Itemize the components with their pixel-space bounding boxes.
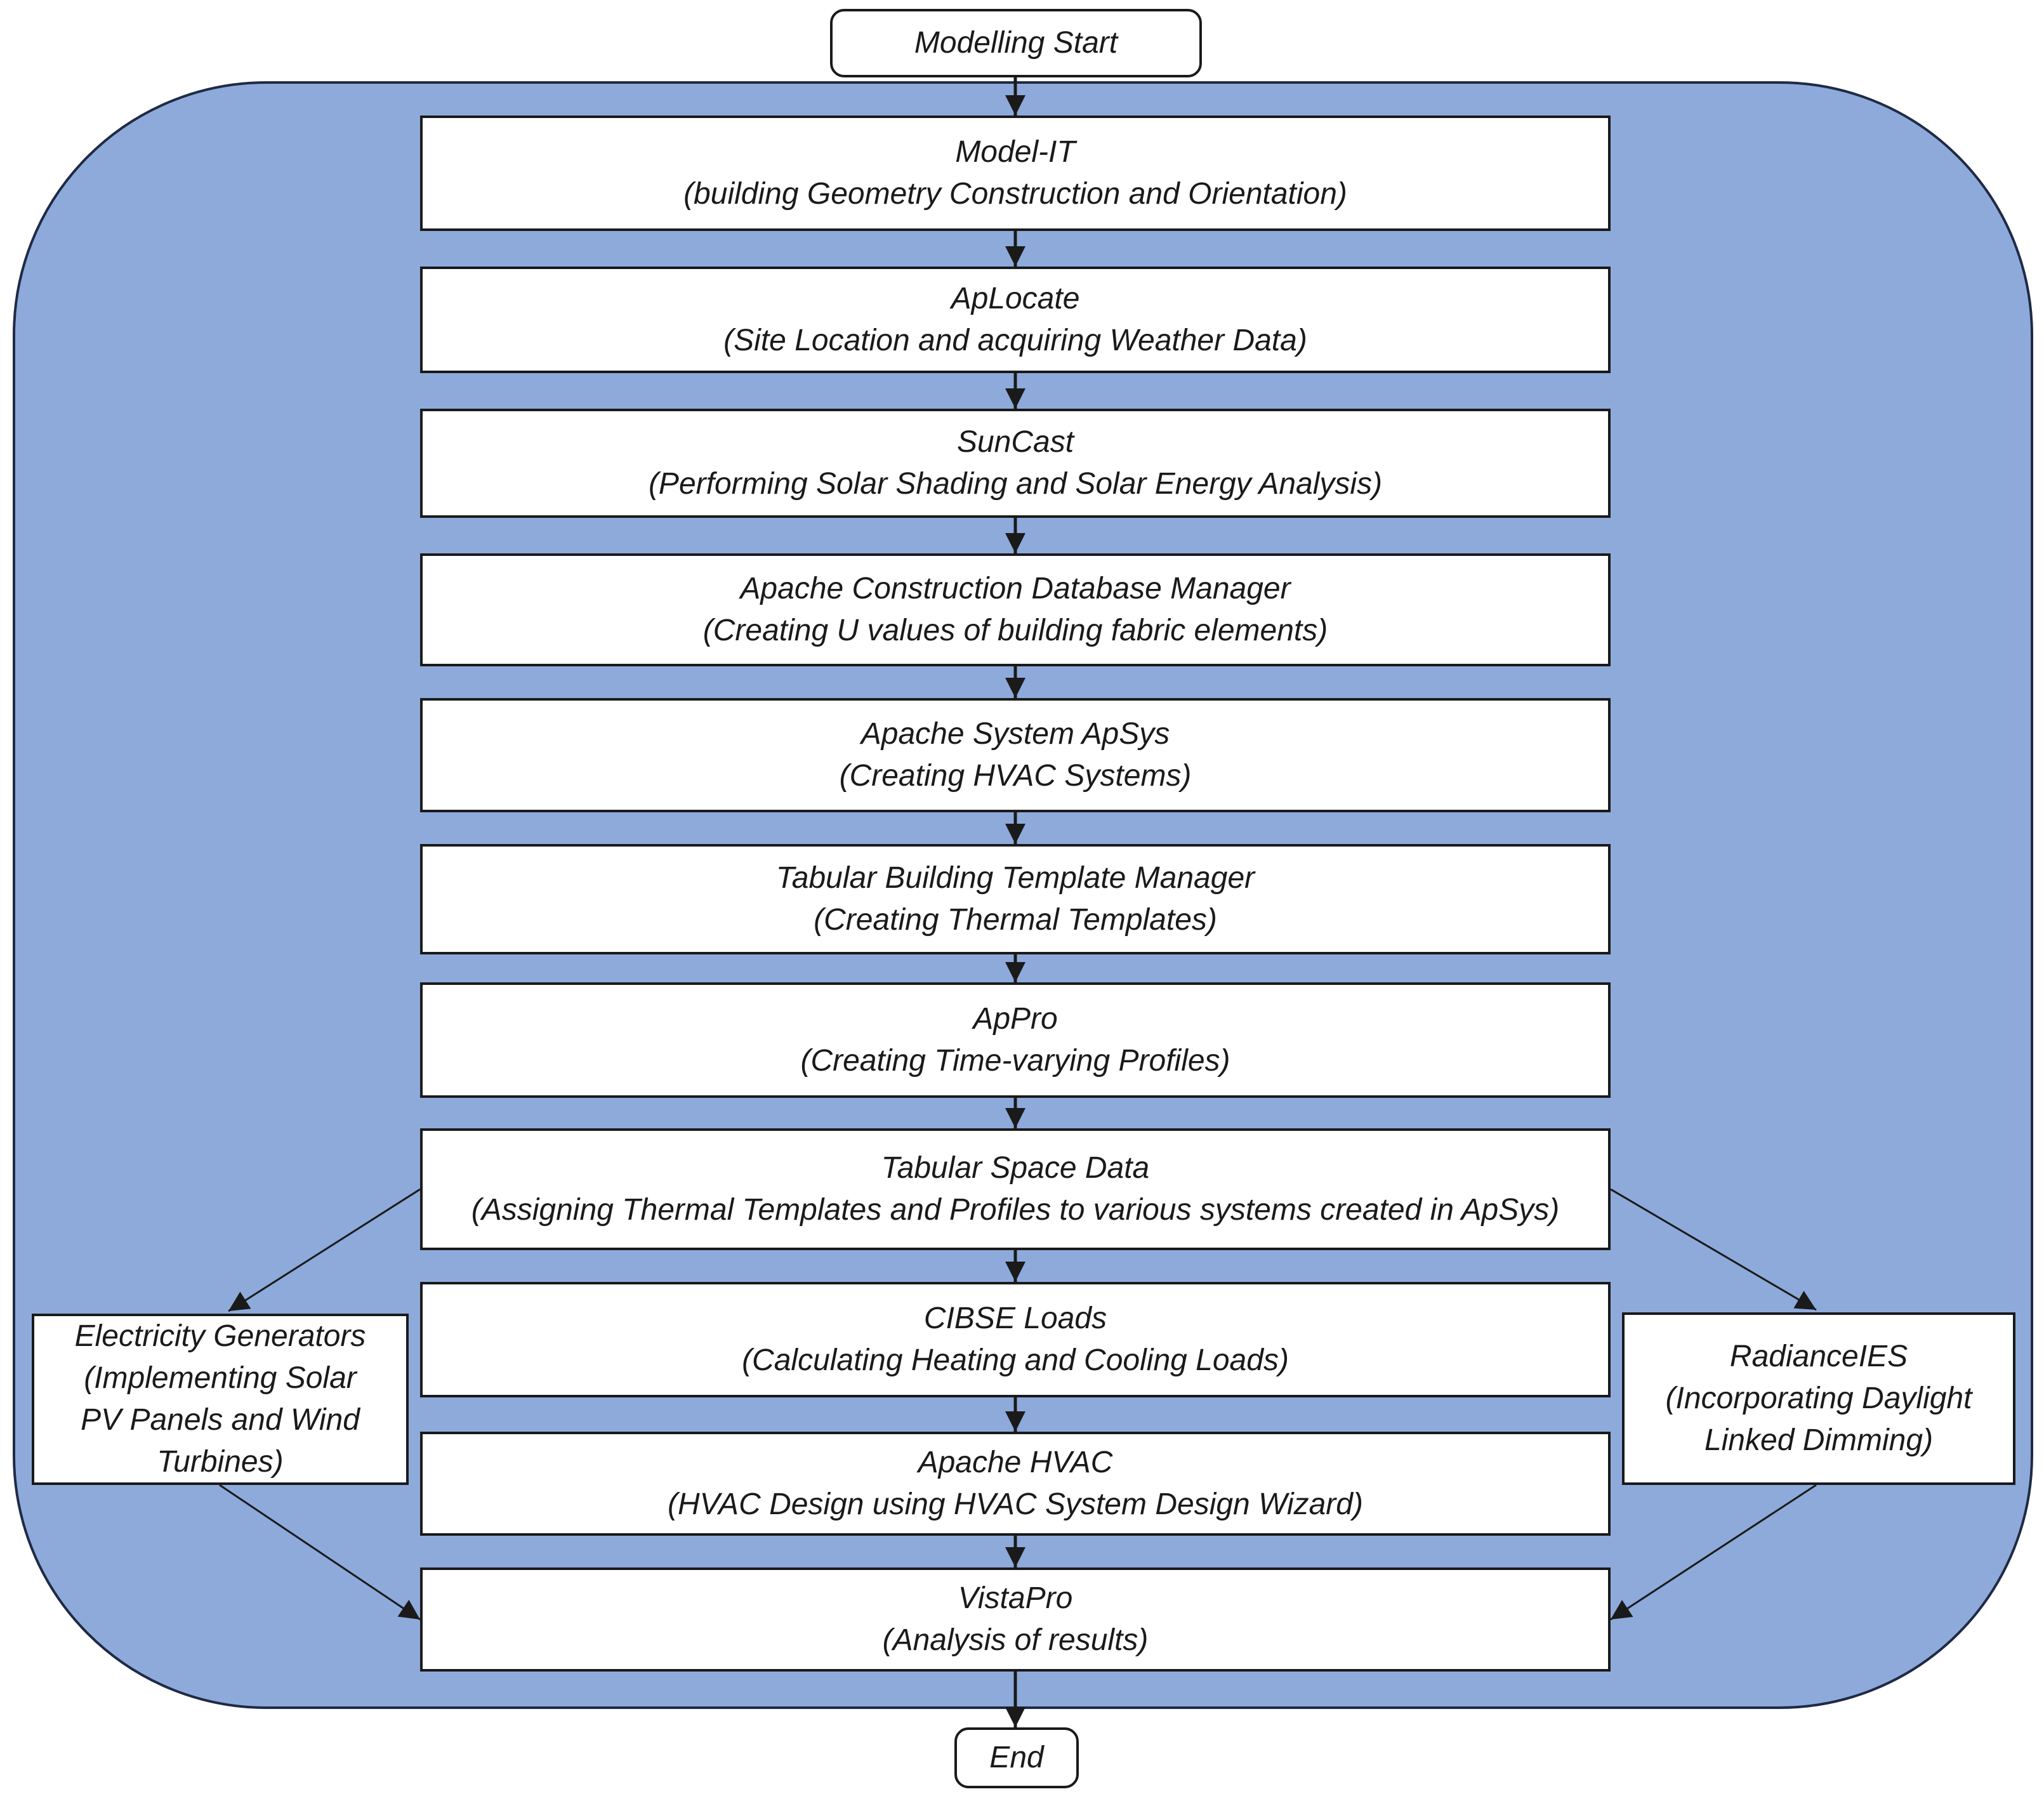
step-subtitle: (Performing Solar Shading and Solar Ener…	[648, 467, 1383, 501]
step-subtitle: (Creating Time-varying Profiles)	[800, 1044, 1230, 1078]
end-label: End	[989, 1741, 1044, 1774]
step-cibse-loads: CIBSE Loads (Calculating Heating and Coo…	[420, 1282, 1611, 1397]
step-subtitle: (Creating U values of building fabric el…	[702, 614, 1328, 647]
step-building-template-manager: Tabular Building Template Manager (Creat…	[420, 844, 1611, 954]
step-construction-database-manager: Apache Construction Database Manager (Cr…	[420, 553, 1611, 666]
step-title: VistaPro	[958, 1581, 1073, 1615]
step-title: Model-IT	[955, 135, 1076, 169]
step-title: SunCast	[956, 425, 1074, 459]
step-subtitle: (building Geometry Construction and Orie…	[683, 177, 1347, 211]
branch-line: (Incorporating Daylight	[1665, 1382, 1972, 1415]
branch-line: Electricity Generators	[74, 1319, 366, 1353]
step-title: Apache Construction Database Manager	[740, 572, 1291, 605]
branch-radianceies: RadianceIES (Incorporating Daylight Link…	[1622, 1312, 2015, 1485]
arrow-space-data-to-electricity-generators	[228, 1188, 421, 1312]
branch-line: Turbines)	[157, 1445, 284, 1479]
step-subtitle: (Calculating Heating and Cooling Loads)	[742, 1343, 1289, 1377]
branch-line: Linked Dimming)	[1704, 1423, 1934, 1457]
step-title: Tabular Space Data	[881, 1151, 1150, 1185]
step-title: Apache System ApSys	[860, 717, 1170, 751]
step-aplocate: ApLocate (Site Location and acquiring We…	[420, 267, 1611, 373]
branch-line: (Implementing Solar	[84, 1361, 357, 1395]
step-suncast: SunCast (Performing Solar Shading and So…	[420, 409, 1611, 518]
branch-line: RadianceIES	[1729, 1340, 1908, 1373]
step-subtitle: (HVAC Design using HVAC System Design Wi…	[668, 1488, 1363, 1521]
step-vistapro: VistaPro (Analysis of results)	[420, 1567, 1611, 1672]
step-subtitle: (Analysis of results)	[882, 1623, 1149, 1657]
step-apache-system-apsys: Apache System ApSys (Creating HVAC Syste…	[420, 698, 1611, 812]
step-subtitle: (Creating Thermal Templates)	[814, 903, 1217, 937]
step-title: ApPro	[973, 1002, 1058, 1036]
step-tabular-space-data: Tabular Space Data (Assigning Thermal Te…	[420, 1128, 1611, 1250]
start-terminal: Modelling Start	[830, 9, 1202, 77]
step-model-it: Model-IT (building Geometry Construction…	[420, 115, 1611, 231]
step-appro: ApPro (Creating Time-varying Profiles)	[420, 982, 1611, 1098]
arrow-radianceies-to-vistapro	[1610, 1484, 1817, 1621]
step-title: ApLocate	[951, 282, 1080, 315]
arrow-space-data-to-radianceies	[1610, 1188, 1817, 1311]
step-title: CIBSE Loads	[923, 1302, 1107, 1335]
branch-electricity-generators: Electricity Generators (Implementing Sol…	[32, 1314, 409, 1485]
step-subtitle: (Assigning Thermal Templates and Profile…	[471, 1193, 1560, 1227]
step-apache-hvac: Apache HVAC (HVAC Design using HVAC Syst…	[420, 1432, 1611, 1536]
end-terminal: End	[954, 1727, 1079, 1788]
step-subtitle: (Site Location and acquiring Weather Dat…	[723, 324, 1307, 357]
step-subtitle: (Creating HVAC Systems)	[839, 759, 1192, 793]
step-title: Apache HVAC	[918, 1446, 1113, 1479]
branch-line: PV Panels and Wind	[81, 1403, 360, 1437]
step-title: Tabular Building Template Manager	[775, 861, 1255, 895]
arrow-electricity-generators-to-vistapro	[219, 1484, 421, 1621]
start-label: Modelling Start	[914, 26, 1118, 60]
